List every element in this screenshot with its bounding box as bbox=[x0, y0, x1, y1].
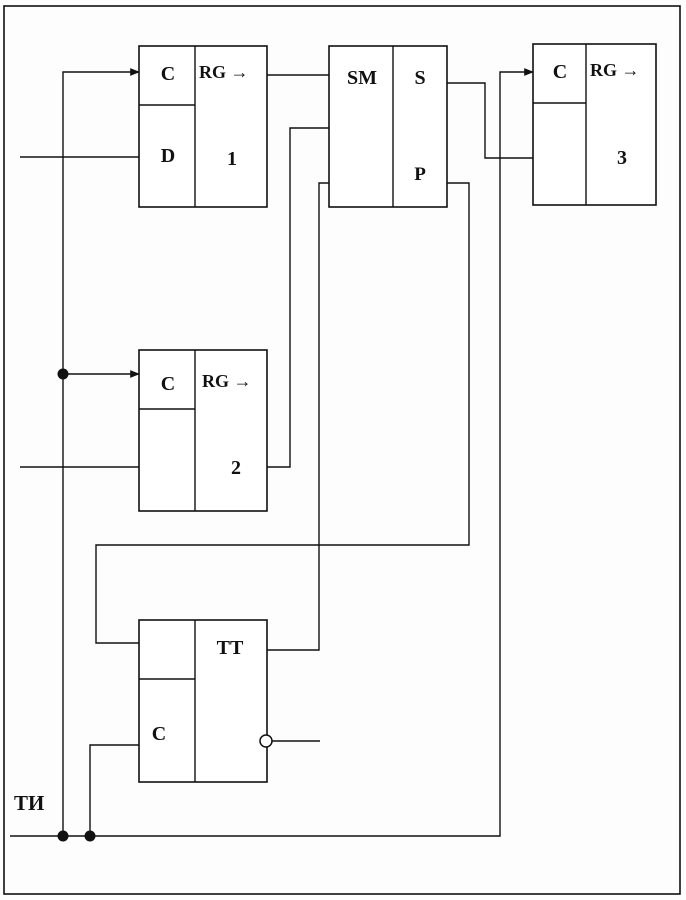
register-1-data-label: D bbox=[161, 145, 175, 167]
register-3-clock-label: C bbox=[553, 61, 567, 83]
register-2: C RG → 2 bbox=[138, 349, 268, 512]
register-1: C RG → D 1 bbox=[138, 45, 268, 208]
register-1-type-label: RG → bbox=[199, 62, 249, 82]
trigger-type-label: TT bbox=[217, 637, 244, 659]
register-3-type-label: RG → bbox=[590, 60, 640, 80]
register-1-number: 1 bbox=[227, 148, 237, 170]
register-3-number: 3 bbox=[617, 147, 627, 169]
adder-type-label: SM bbox=[347, 67, 377, 89]
junction-dot bbox=[57, 368, 69, 380]
adder-block: SM S P bbox=[328, 45, 448, 208]
clock-bus-wire bbox=[10, 68, 534, 837]
register-3: C RG → 3 bbox=[532, 43, 657, 206]
junction-dot bbox=[84, 830, 96, 842]
page-frame bbox=[3, 5, 681, 895]
clock-to-register-1-wire bbox=[62, 68, 140, 836]
wires bbox=[10, 68, 534, 842]
clock-to-trigger-wire bbox=[89, 744, 139, 836]
adder-carry-label: P bbox=[414, 164, 426, 185]
carry-to-trigger-wire bbox=[95, 182, 470, 644]
register-2-type-label: RG → bbox=[202, 371, 252, 391]
junction-dot bbox=[57, 830, 69, 842]
adder-sum-label: S bbox=[414, 67, 425, 89]
register-1-clock-label: C bbox=[161, 63, 175, 85]
sum-to-register-3-wire bbox=[447, 82, 533, 159]
register-2-clock-label: C bbox=[161, 373, 175, 395]
inverse-output-bubble bbox=[259, 734, 273, 748]
trigger-block: TT C bbox=[138, 619, 273, 783]
clock-signal-label: ТИ bbox=[14, 791, 44, 815]
register-2-to-adder-wire bbox=[267, 127, 329, 468]
trigger-to-adder-wire bbox=[267, 182, 329, 651]
register-2-number: 2 bbox=[231, 457, 241, 479]
trigger-clock-label: C bbox=[152, 723, 166, 745]
